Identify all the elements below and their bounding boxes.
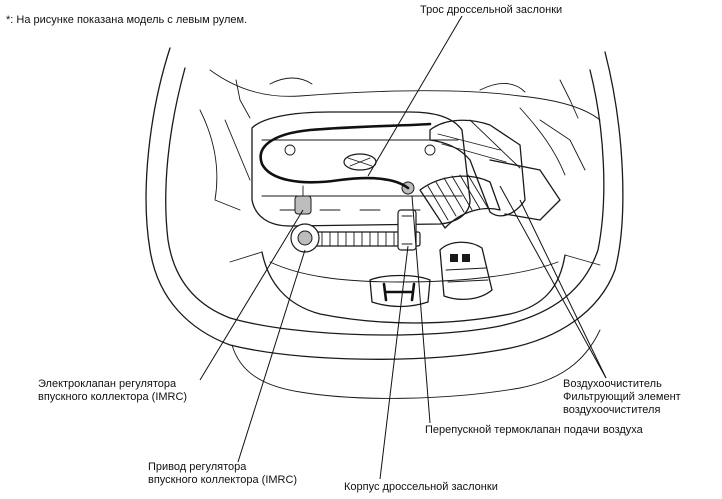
label-throttle-cable: Трос дроссельной заслонки [420, 4, 563, 16]
misc-engine-parts [199, 77, 586, 211]
label-imrc-actuator-line-1: Привод регулятора [148, 461, 247, 473]
front-grille [229, 251, 601, 324]
label-air-cleaner-line-2: Фильтрующий элемент [563, 391, 681, 403]
air-intake-duct [419, 174, 501, 229]
label-imrc-actuator: Привод регулятора впускного коллектора (… [148, 461, 297, 487]
imrc-solenoid [294, 185, 312, 215]
label-imrc-actuator-line-2: впускного коллектора (IMRC) [148, 474, 298, 486]
label-imrc-solenoid-line-1: Электроклапан регулятора [38, 378, 177, 390]
label-throttle-body: Корпус дроссельной заслонки [344, 481, 498, 493]
label-imrc-solenoid-line-2: впускного коллектора (IMRC) [38, 391, 188, 403]
honda-logo [369, 274, 431, 308]
label-air-cleaner-line-1: Воздухоочиститель [563, 378, 662, 390]
label-air-cleaner: Воздухоочиститель Фильтрующий элемент во… [563, 378, 681, 417]
leader-lines [199, 15, 607, 480]
label-imrc-solenoid: Электроклапан регулятора впускного колле… [38, 378, 187, 404]
label-bypass-valve: Перепускной термоклапан подачи воздуха [425, 424, 643, 436]
engine-head [251, 111, 471, 227]
diagram-note: *: На рисунке показана модель с левым ру… [6, 14, 248, 26]
throttle-cable [259, 122, 432, 190]
air-intake-snorkel [439, 241, 493, 301]
car-body-outline [145, 47, 624, 399]
imrc-actuator [290, 223, 320, 253]
intake-manifold [299, 231, 421, 247]
label-air-cleaner-line-3: воздухоочистителя [563, 404, 661, 416]
